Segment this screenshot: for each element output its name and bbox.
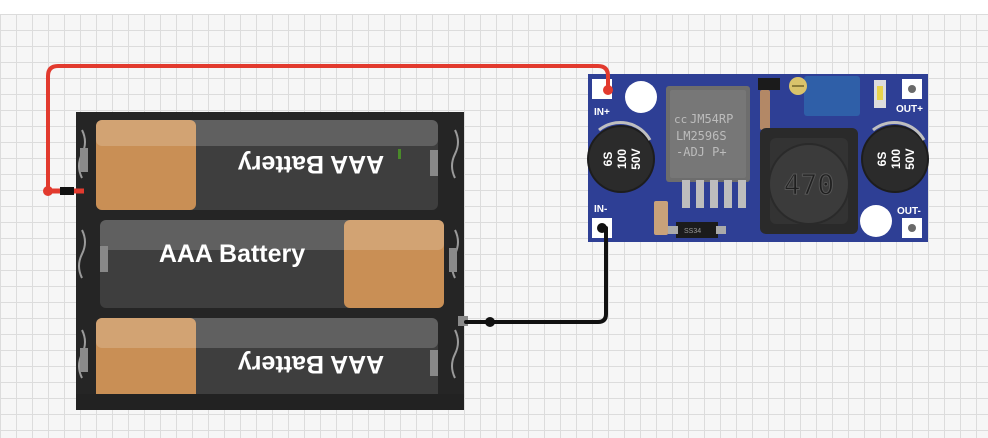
terminal-plate: [458, 316, 468, 326]
power-led: [874, 80, 886, 108]
pin-label: OUT+: [896, 104, 923, 115]
battery-2[interactable]: AAA Battery: [100, 220, 444, 308]
battery-label: AAA Battery: [238, 350, 384, 378]
ic-marking: -ADJ P+: [676, 145, 727, 159]
capacitor-marking: 6S: [601, 152, 615, 167]
inductor-470: 470: [760, 128, 858, 234]
ic-marking: LM2596S: [676, 129, 727, 143]
battery-label: AAA Battery: [238, 150, 384, 178]
wire-endpoint[interactable]: [43, 186, 53, 196]
mounting-hole: [860, 205, 892, 237]
wire-endpoint[interactable]: [603, 85, 613, 95]
capacitor-marking: 50V: [903, 148, 917, 169]
ic-logo: cc: [674, 113, 687, 126]
diode-marking: SS34: [684, 228, 701, 235]
pin-out-minus[interactable]: OUT-: [897, 206, 922, 238]
wire-endpoint[interactable]: [485, 317, 495, 327]
battery-3[interactable]: AAA Battery: [96, 318, 438, 408]
wire-positive[interactable]: [43, 64, 613, 196]
pin-label: OUT-: [897, 206, 921, 217]
smd-capacitor: [760, 90, 770, 130]
trimmer-potentiometer[interactable]: [789, 76, 860, 116]
lm2596-ic: cc JM54RP LM2596S -ADJ P+: [666, 86, 750, 208]
wire-endpoint[interactable]: [597, 223, 607, 233]
capacitor-right: 6S 100 50V: [861, 121, 929, 193]
buck-converter-module[interactable]: IN+ IN- OUT+ OUT- cc JM54RP LM2596: [587, 74, 929, 242]
capacitor-marking: 6S: [875, 152, 889, 167]
smd-resistor: [758, 78, 780, 90]
terminal-plate: [449, 248, 457, 272]
battery-1[interactable]: AAA Battery: [96, 120, 438, 210]
terminal-plate: [80, 148, 88, 172]
holder-bottom-edge: [76, 394, 464, 410]
capacitor-marking: 100: [615, 149, 629, 169]
wire-connector: [60, 187, 74, 195]
smd-resistor: [654, 201, 668, 235]
battery-label: AAA Battery: [159, 240, 305, 268]
capacitor-marking: 50V: [629, 148, 643, 169]
mounting-hole: [625, 81, 657, 113]
pin-label: IN+: [594, 107, 610, 118]
ic-marking: JM54RP: [690, 112, 733, 126]
top-toolbar-strip: [0, 0, 988, 14]
capacitor-marking: 100: [889, 149, 903, 169]
pin-label: IN-: [594, 204, 607, 215]
pin-out-plus[interactable]: OUT+: [896, 79, 923, 115]
inductor-marking: 470: [784, 168, 835, 201]
battery-holder[interactable]: AAA Battery AAA Battery AAA Battery: [76, 112, 468, 410]
wire-negative[interactable]: [464, 223, 608, 327]
ss34-diode: SS34: [668, 222, 726, 238]
capacitor-left: 6S 100 50V: [587, 121, 655, 193]
terminal-plate: [80, 348, 88, 372]
